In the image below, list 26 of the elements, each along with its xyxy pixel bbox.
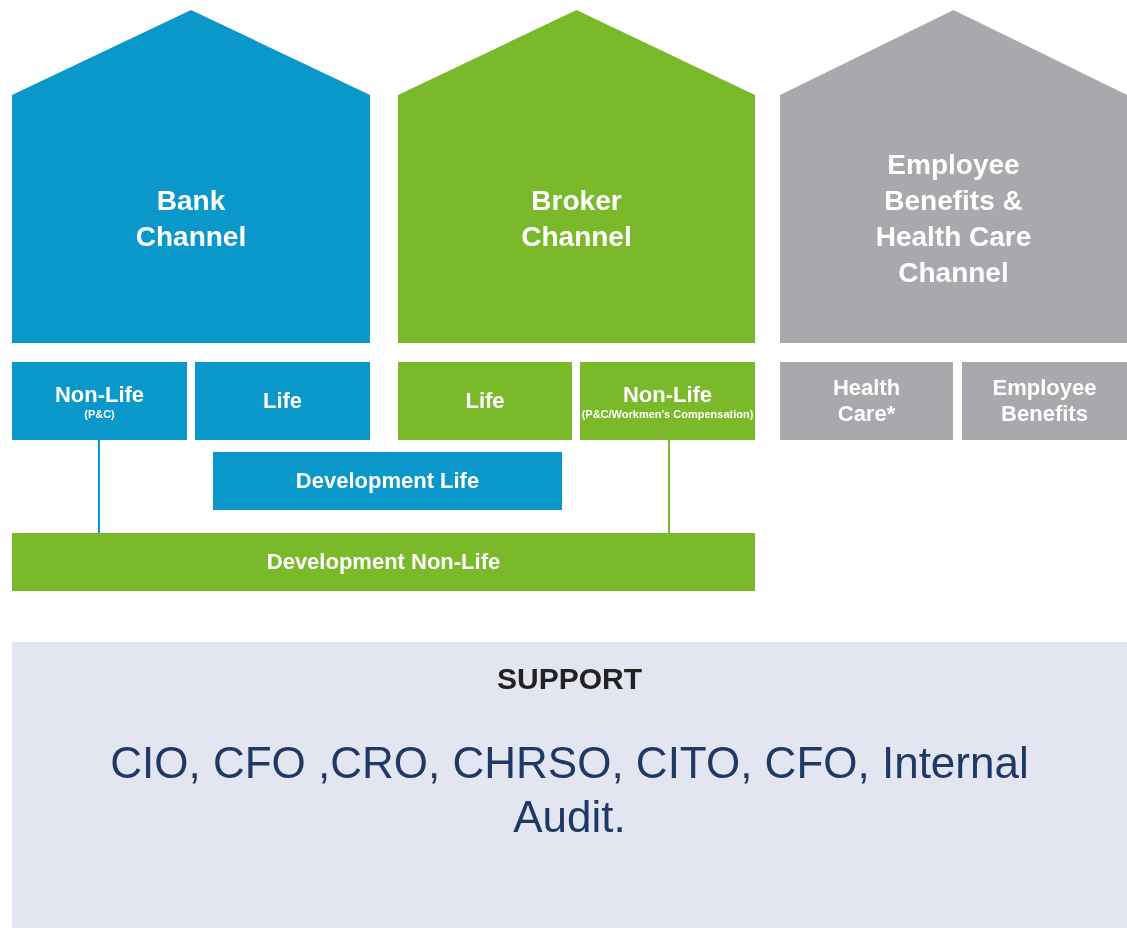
box-label: Health Care* <box>831 375 902 427</box>
category-box <box>195 362 370 440</box>
category-box <box>780 362 953 440</box>
category-box <box>962 362 1127 440</box>
channel-title: Bank Channel <box>134 184 248 254</box>
box-label: Life <box>262 388 303 414</box>
box-label: Non-Life <box>622 382 713 408</box>
category-box <box>12 533 755 591</box>
channel-title: Employee Benefits & Health Care Channel <box>874 148 1033 290</box>
channel-title: Broker Channel <box>520 184 633 254</box>
box-note: (P&C) <box>84 408 115 420</box>
connector-line <box>668 439 670 534</box>
category-box <box>12 362 187 440</box>
category-box <box>580 362 755 440</box>
box-label: Non-Life <box>54 382 145 408</box>
panel-heading: SUPPORT <box>497 662 642 696</box>
category-box <box>398 362 572 440</box>
support-roles-text: CIO, CFO ,CRO, CHRSO, CITO, CFO, Internal Audit. <box>109 737 1030 843</box>
category-box <box>213 452 562 510</box>
box-label: Development Non-Life <box>266 549 501 575</box>
box-note: (P&C/Workmen's Compensation) <box>581 408 754 420</box>
box-label: Employee Benefits <box>991 375 1098 427</box>
connector-line <box>98 439 100 534</box>
box-label: Life <box>465 388 505 414</box>
support-panel <box>12 642 1127 928</box>
box-label: Development Life <box>295 468 480 494</box>
